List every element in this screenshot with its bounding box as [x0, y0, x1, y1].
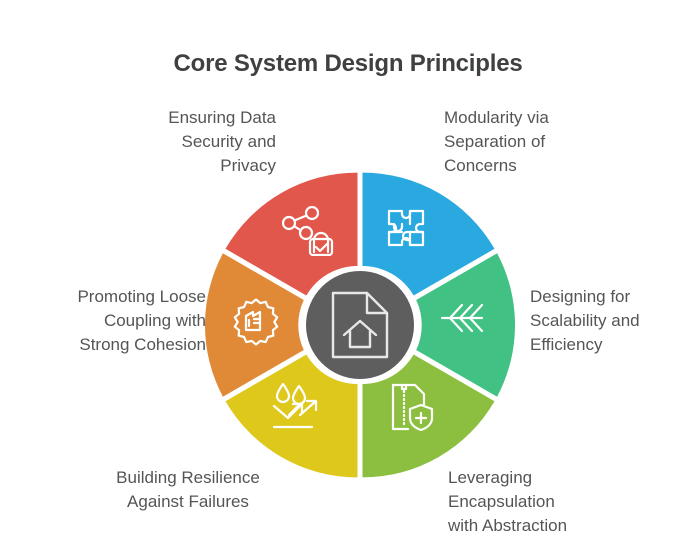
label-encapsulation: Leveraging Encapsulation with Abstractio… — [448, 468, 568, 536]
center-hub — [301, 266, 419, 384]
segment-modularity[interactable] — [362, 172, 495, 296]
label-resilience: Building Resilience Against Failures — [116, 468, 260, 512]
label-coupling: Promoting Loose Coupling with Strong Coh… — [77, 287, 206, 355]
puzzle-pieces-icon — [384, 206, 436, 263]
label-security: Ensuring Data Security and Privacy — [168, 108, 276, 176]
label-modularity: Modularity via Separation of Concerns — [444, 108, 549, 176]
center-hub-circle — [306, 271, 414, 379]
share-nodes-lock-icon — [281, 205, 338, 261]
zipped-document-shield-icon — [386, 382, 436, 437]
triple-chevron-arrow-icon — [440, 298, 486, 343]
document-home-icon — [331, 291, 389, 359]
segment-security[interactable] — [225, 172, 358, 296]
gear-factory-icon — [232, 298, 280, 351]
segment-coupling[interactable] — [205, 253, 304, 397]
water-droplets-deflect-icon — [268, 382, 324, 437]
page-title: Core System Design Principles — [173, 50, 523, 77]
label-scalability: Designing for Scalability and Efficiency — [530, 287, 640, 355]
